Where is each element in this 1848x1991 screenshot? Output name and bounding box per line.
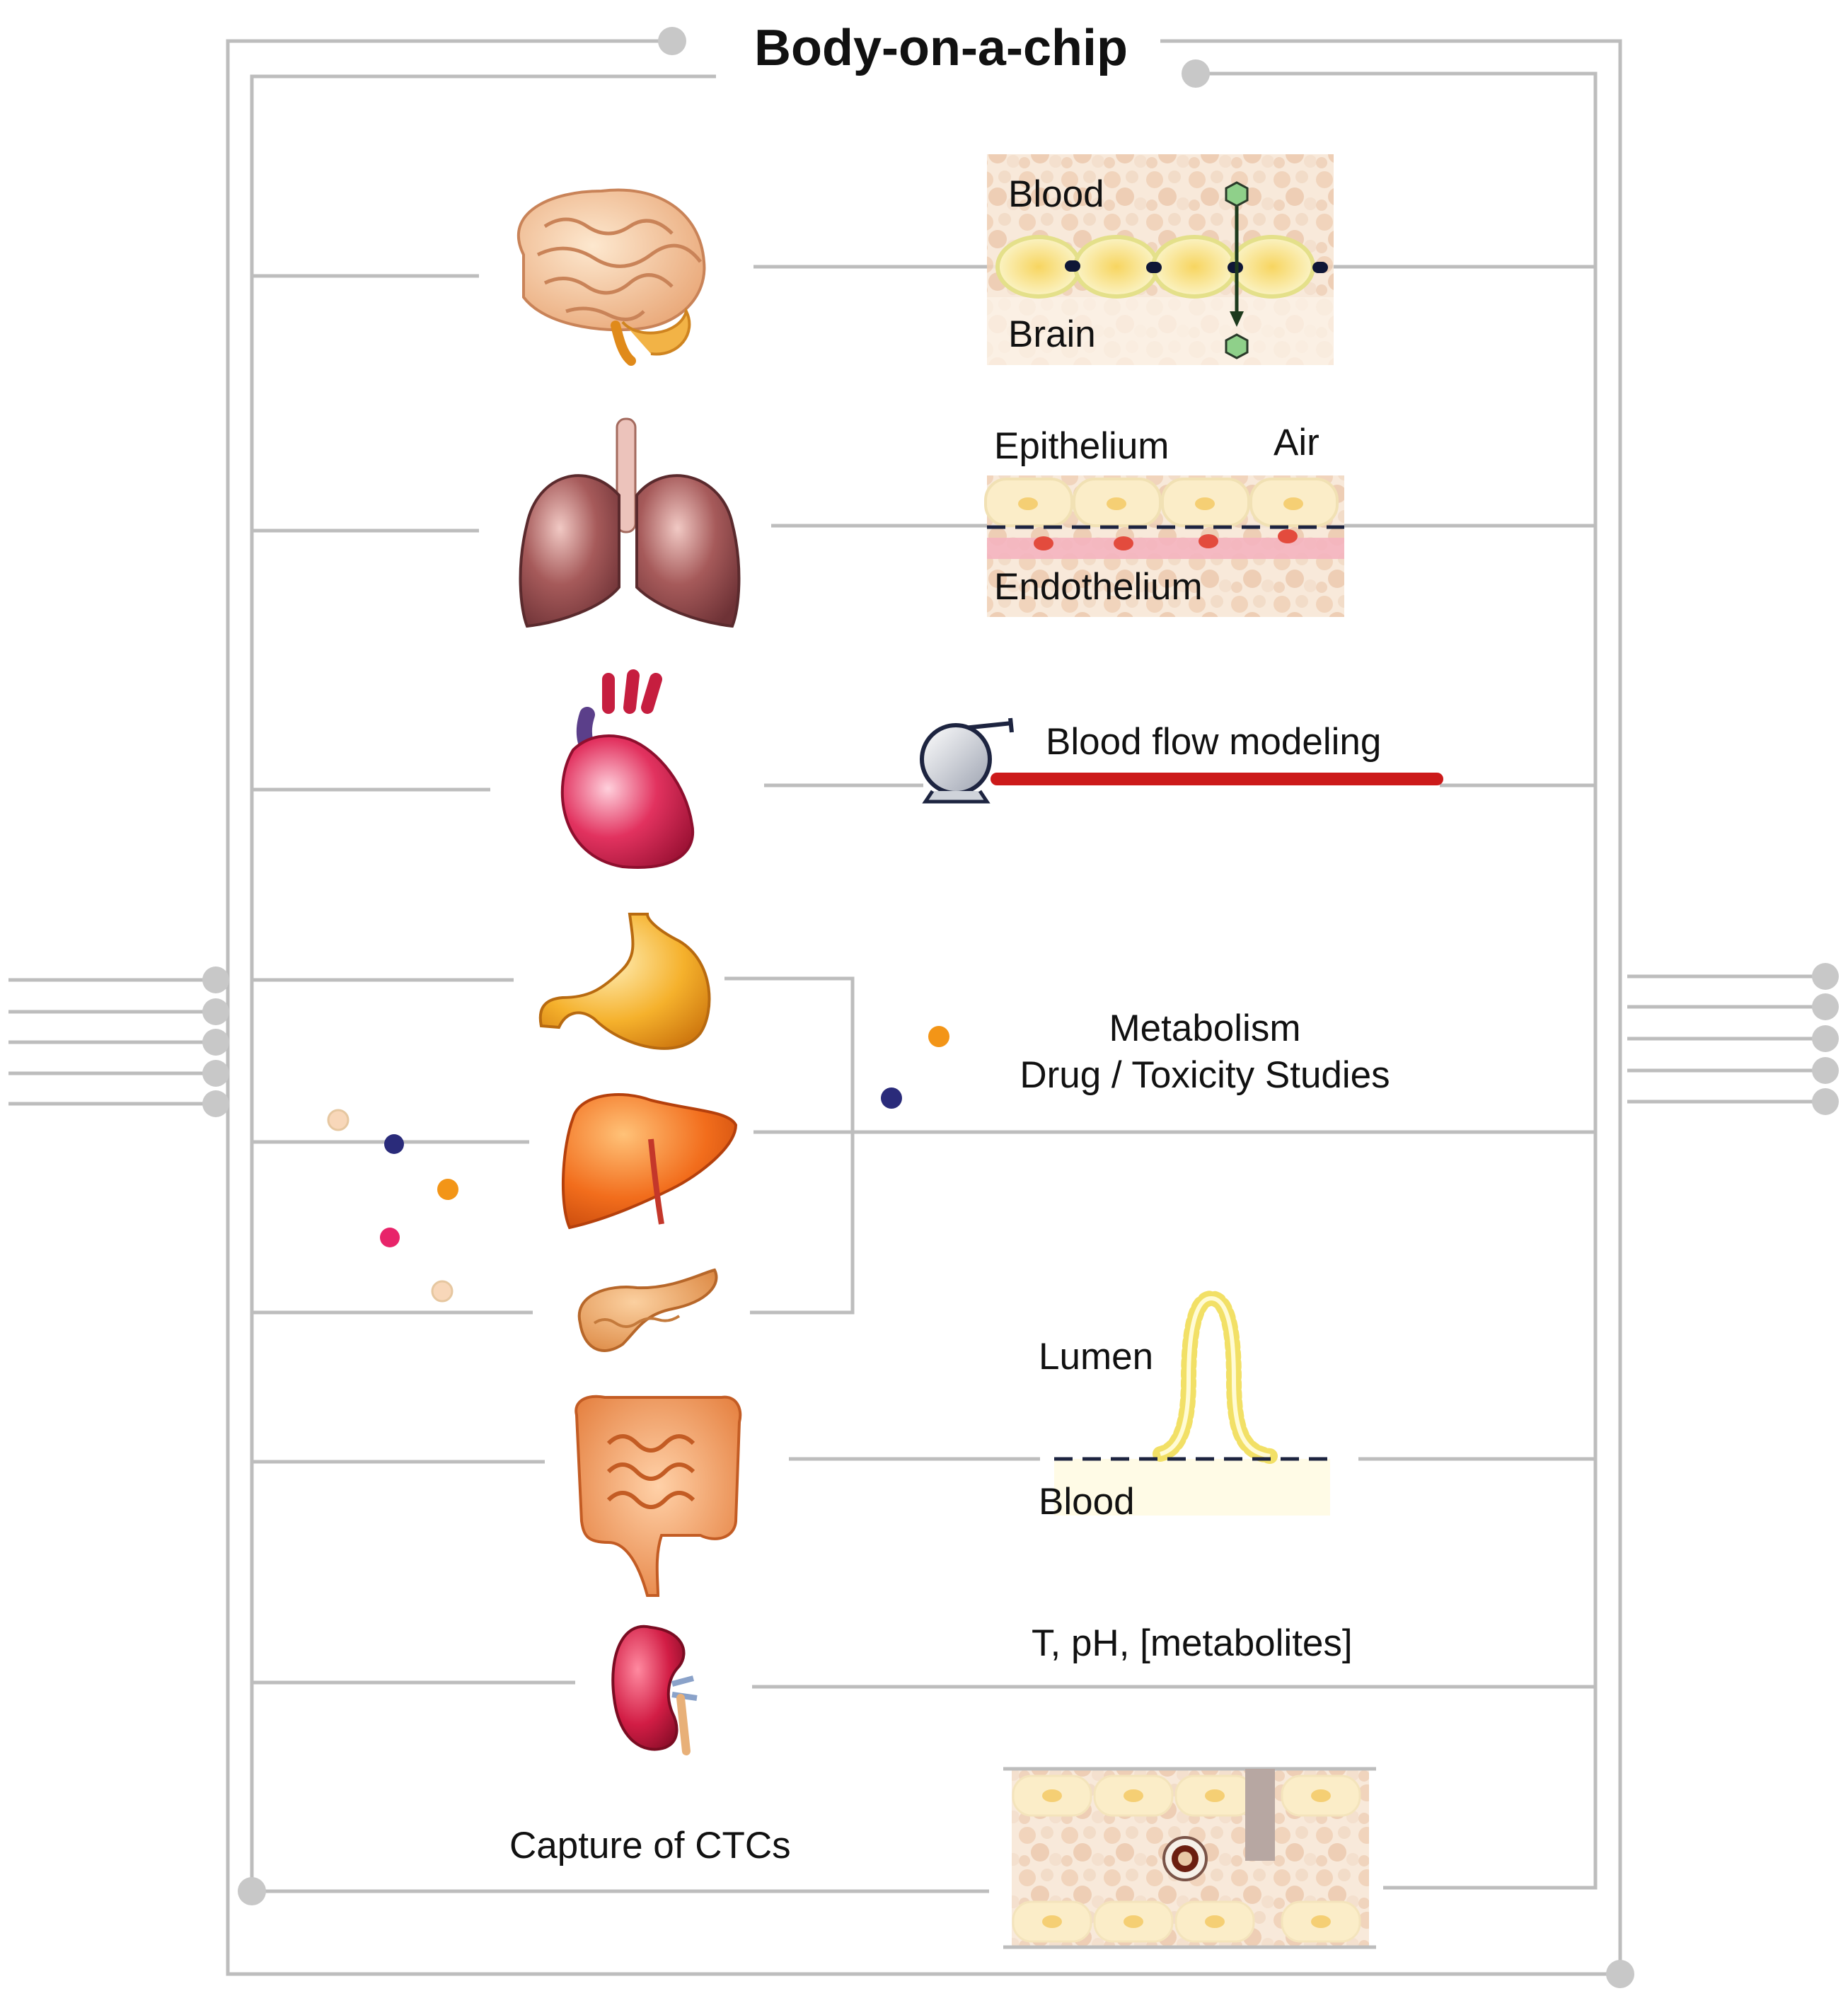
heart-icon [560, 669, 695, 869]
bbb-brain-label: Brain [1008, 313, 1096, 355]
port-nodes [202, 27, 1839, 1988]
stomach-icon [538, 913, 711, 1050]
lung-endothelium-label: Endothelium [994, 566, 1203, 608]
pancreas-icon [577, 1268, 718, 1352]
lungs-icon [519, 417, 741, 628]
ctc-label: Capture of CTCs [509, 1825, 791, 1866]
tumor-cell-icon [1162, 1836, 1208, 1881]
intestine-icon [574, 1395, 742, 1597]
molecule-dots [327, 1026, 949, 1303]
gut-blood-label: Blood [1039, 1481, 1135, 1523]
lung-air-label: Air [1274, 422, 1319, 463]
kidney-label: T, pH, [metabolites] [1032, 1622, 1353, 1664]
gut-villus-panel: Lumen Blood [1039, 1290, 1330, 1523]
molecule-icon [1225, 333, 1249, 359]
metabolism-label: Metabolism [1109, 1008, 1301, 1049]
ctc-capture-panel: Capture of CTCs [509, 1767, 1376, 1949]
molecule-icon [1225, 181, 1249, 207]
blood-flow-label: Blood flow modeling [1046, 721, 1381, 763]
drug-toxicity-label: Drug / Toxicity Studies [1020, 1054, 1390, 1096]
lung-epithelium-label: Epithelium [994, 425, 1169, 467]
blood-flow-panel: Blood flow modeling [920, 717, 1443, 804]
page-title: Body-on-a-chip [754, 20, 1128, 76]
wiring [8, 39, 1825, 1976]
lung-panel: Epithelium Air Endothelium [984, 422, 1344, 617]
blood-brain-barrier-panel: Blood Brain [987, 154, 1334, 365]
kidney-icon [611, 1624, 698, 1755]
gut-lumen-label: Lumen [1039, 1336, 1153, 1378]
bbb-blood-label: Blood [1008, 173, 1104, 215]
pump-icon [920, 717, 1014, 804]
brain-icon [517, 188, 706, 366]
liver-icon [561, 1093, 738, 1230]
